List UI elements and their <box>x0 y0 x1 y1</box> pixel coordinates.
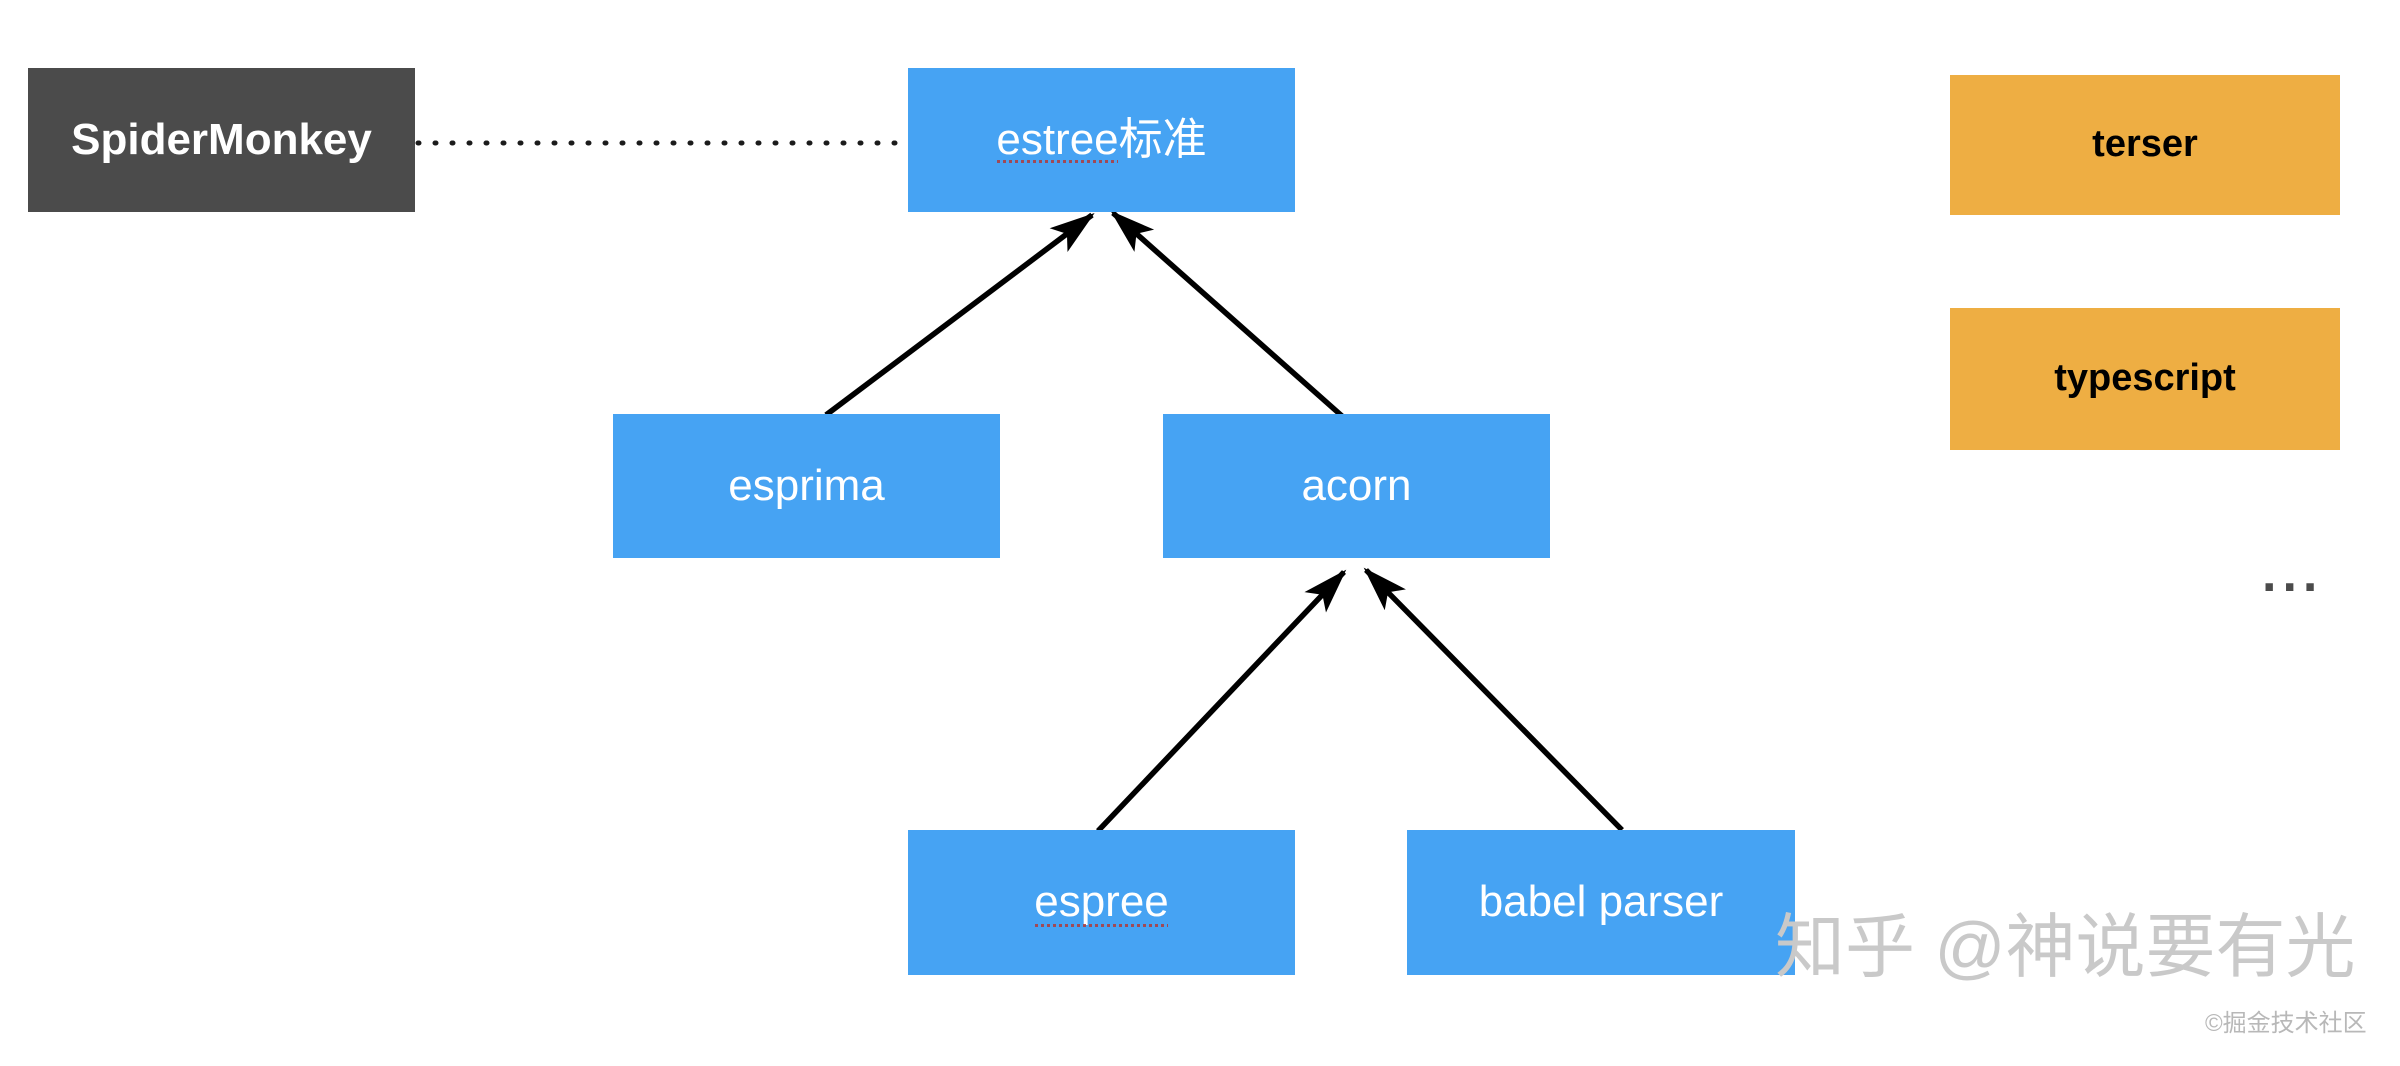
spellcheck-underline-estree: estree <box>996 114 1119 164</box>
edge-esprima-to-estree <box>824 212 1095 418</box>
node-estree[interactable]: estree标准 <box>908 68 1295 212</box>
edge-babel-parser-to-acorn <box>1363 567 1624 832</box>
node-babel-parser-label: babel parser <box>1478 877 1724 927</box>
node-esprima-label: esprima <box>728 460 885 510</box>
node-espree-label: espree <box>1034 877 1169 927</box>
node-terser[interactable]: terser <box>1950 75 2340 215</box>
node-estree-label-suffix: 标准 <box>1118 114 1207 164</box>
edge-espree-to-acorn <box>1096 569 1347 833</box>
node-estree-label: estree标准 <box>996 115 1206 166</box>
edge-acorn-to-estree <box>1110 210 1344 419</box>
watermark-zhihu-author: 知乎 @神说要有光 <box>1775 908 2356 986</box>
node-spidermonkey[interactable]: SpiderMonkey <box>28 68 415 212</box>
node-esprima[interactable]: esprima <box>613 414 1000 558</box>
node-babel-parser[interactable]: babel parser <box>1407 830 1795 975</box>
watermark-juejin-community: ©掘金技术社区 <box>2205 1010 2367 1037</box>
node-acorn[interactable]: acorn <box>1163 414 1550 558</box>
node-terser-label: terser <box>2092 123 2198 166</box>
node-espree[interactable]: espree <box>908 830 1295 975</box>
node-typescript[interactable]: typescript <box>1950 308 2340 450</box>
node-typescript-label: typescript <box>2054 357 2236 400</box>
more-items-ellipsis: ... <box>2262 545 2324 603</box>
node-spidermonkey-label: SpiderMonkey <box>71 114 372 164</box>
node-acorn-label: acorn <box>1301 460 1412 510</box>
